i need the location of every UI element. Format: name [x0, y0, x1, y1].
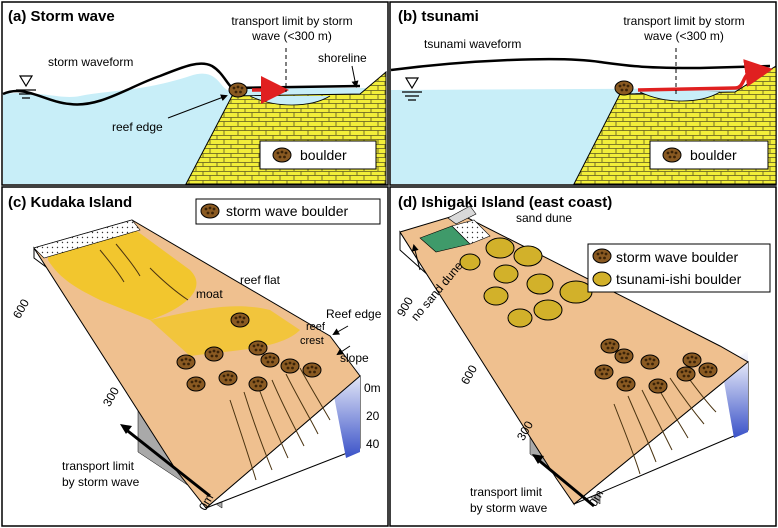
panel-c: (c) Kudaka Island moat reef flat reef cr…: [1, 186, 389, 527]
storm-wave-boulder-icon: [592, 248, 612, 264]
panel-c-legend-label: storm wave boulder: [226, 203, 349, 219]
panel-a: (a) Storm wave storm waveform transport …: [1, 1, 389, 186]
panel-d-transport-arrowhead: [532, 454, 544, 464]
panel-c-depth-0: 0m: [364, 381, 381, 395]
panel-a-storm-waveform: [2, 62, 361, 106]
panel-d-title: (d) Ishigaki Island (east coast): [398, 194, 612, 211]
storm-wave-boulder-legend-icon: [200, 203, 220, 219]
sand-dune-dots: [451, 219, 491, 245]
panel-c-legend: storm wave boulder: [195, 198, 381, 225]
reef-crest-label-2: crest: [300, 335, 324, 347]
panel-d-transport-label-1: transport limit: [470, 485, 543, 499]
panel-b-limit-label-1: transport limit by storm: [623, 14, 744, 28]
panel-b-legend: boulder: [649, 140, 769, 170]
panel-a-legend-label: boulder: [300, 147, 347, 163]
reef-edge-pointer-c: [332, 325, 349, 335]
panel-c-transport-arrowhead: [120, 424, 132, 434]
panel-c-transport-arrow: [123, 426, 211, 498]
shoreline-pointer: [351, 65, 359, 88]
storm-waveform-label: storm waveform: [48, 55, 133, 69]
panel-d: (d) Ishigaki Island (east coast) sand du…: [389, 186, 777, 527]
panel-d-legend-label-2: tsunami-ishi boulder: [616, 271, 742, 287]
panel-d-legend: storm wave boulder tsunami-ishi boulder: [587, 243, 771, 293]
reef-edge-label-c: Reef edge: [326, 307, 382, 321]
panel-b-title: (b) tsunami: [398, 8, 479, 25]
panel-b-moat: [639, 91, 721, 102]
slope-label: slope: [340, 351, 369, 365]
panel-c-reef-flat-yellow: [48, 226, 197, 320]
panel-c-depth-40: 40: [366, 437, 380, 451]
panel-b-sea-level-symbol: [402, 77, 422, 101]
sand-dune-wedge: [447, 205, 477, 225]
panel-b-legend-label: boulder: [690, 147, 737, 163]
panel-b-limit-label-2: wave (<300 m): [643, 29, 724, 43]
panel-d-transport-label-2: by storm wave: [470, 501, 548, 515]
panel-c-reef-grooves: [99, 243, 331, 481]
boulder-legend-icon: [272, 147, 292, 163]
panel-b-boulder-legend-icon: [662, 147, 682, 163]
shoreline-label: shoreline: [318, 51, 367, 65]
reef-crest-label-1: reef: [306, 321, 326, 333]
tsunami-waveform-label: tsunami waveform: [424, 37, 521, 51]
sand-dune-label: sand dune: [516, 211, 572, 225]
panel-c-transport-label-2: by storm wave: [62, 475, 140, 489]
panel-a-legend: boulder: [259, 140, 377, 170]
sea-level-symbol: [16, 75, 36, 99]
reef-edge-pointer: [167, 94, 228, 119]
panel-a-title: (a) Storm wave: [8, 8, 115, 25]
panel-a-limit-label-2: wave (<300 m): [251, 29, 332, 43]
panel-a-boulder: [228, 82, 248, 98]
panel-c-beach: [33, 219, 141, 259]
panel-d-legend-label-1: storm wave boulder: [616, 249, 739, 265]
panel-c-depth-20: 20: [366, 409, 380, 423]
panel-c-title: (c) Kudaka Island: [8, 194, 132, 211]
tsunami-ishi-boulder-icon: [592, 271, 612, 287]
panel-c-transport-label-1: transport limit: [62, 459, 135, 473]
panel-b-transport-arrow: [637, 59, 773, 92]
panel-b: (b) tsunami tsunami waveform transport l…: [389, 1, 777, 186]
panel-d-transport-arrow: [535, 456, 595, 508]
panel-b-boulder: [614, 80, 634, 96]
panel-a-limit-label-1: transport limit by storm: [231, 14, 352, 28]
reef-flat-label: reef flat: [240, 273, 281, 287]
tsunami-waveform: [390, 57, 771, 72]
moat-label: moat: [196, 287, 223, 301]
reef-edge-label: reef edge: [112, 120, 163, 134]
slope-pointer-c: [336, 345, 351, 356]
no-sand-dune-pointer: [411, 244, 421, 271]
